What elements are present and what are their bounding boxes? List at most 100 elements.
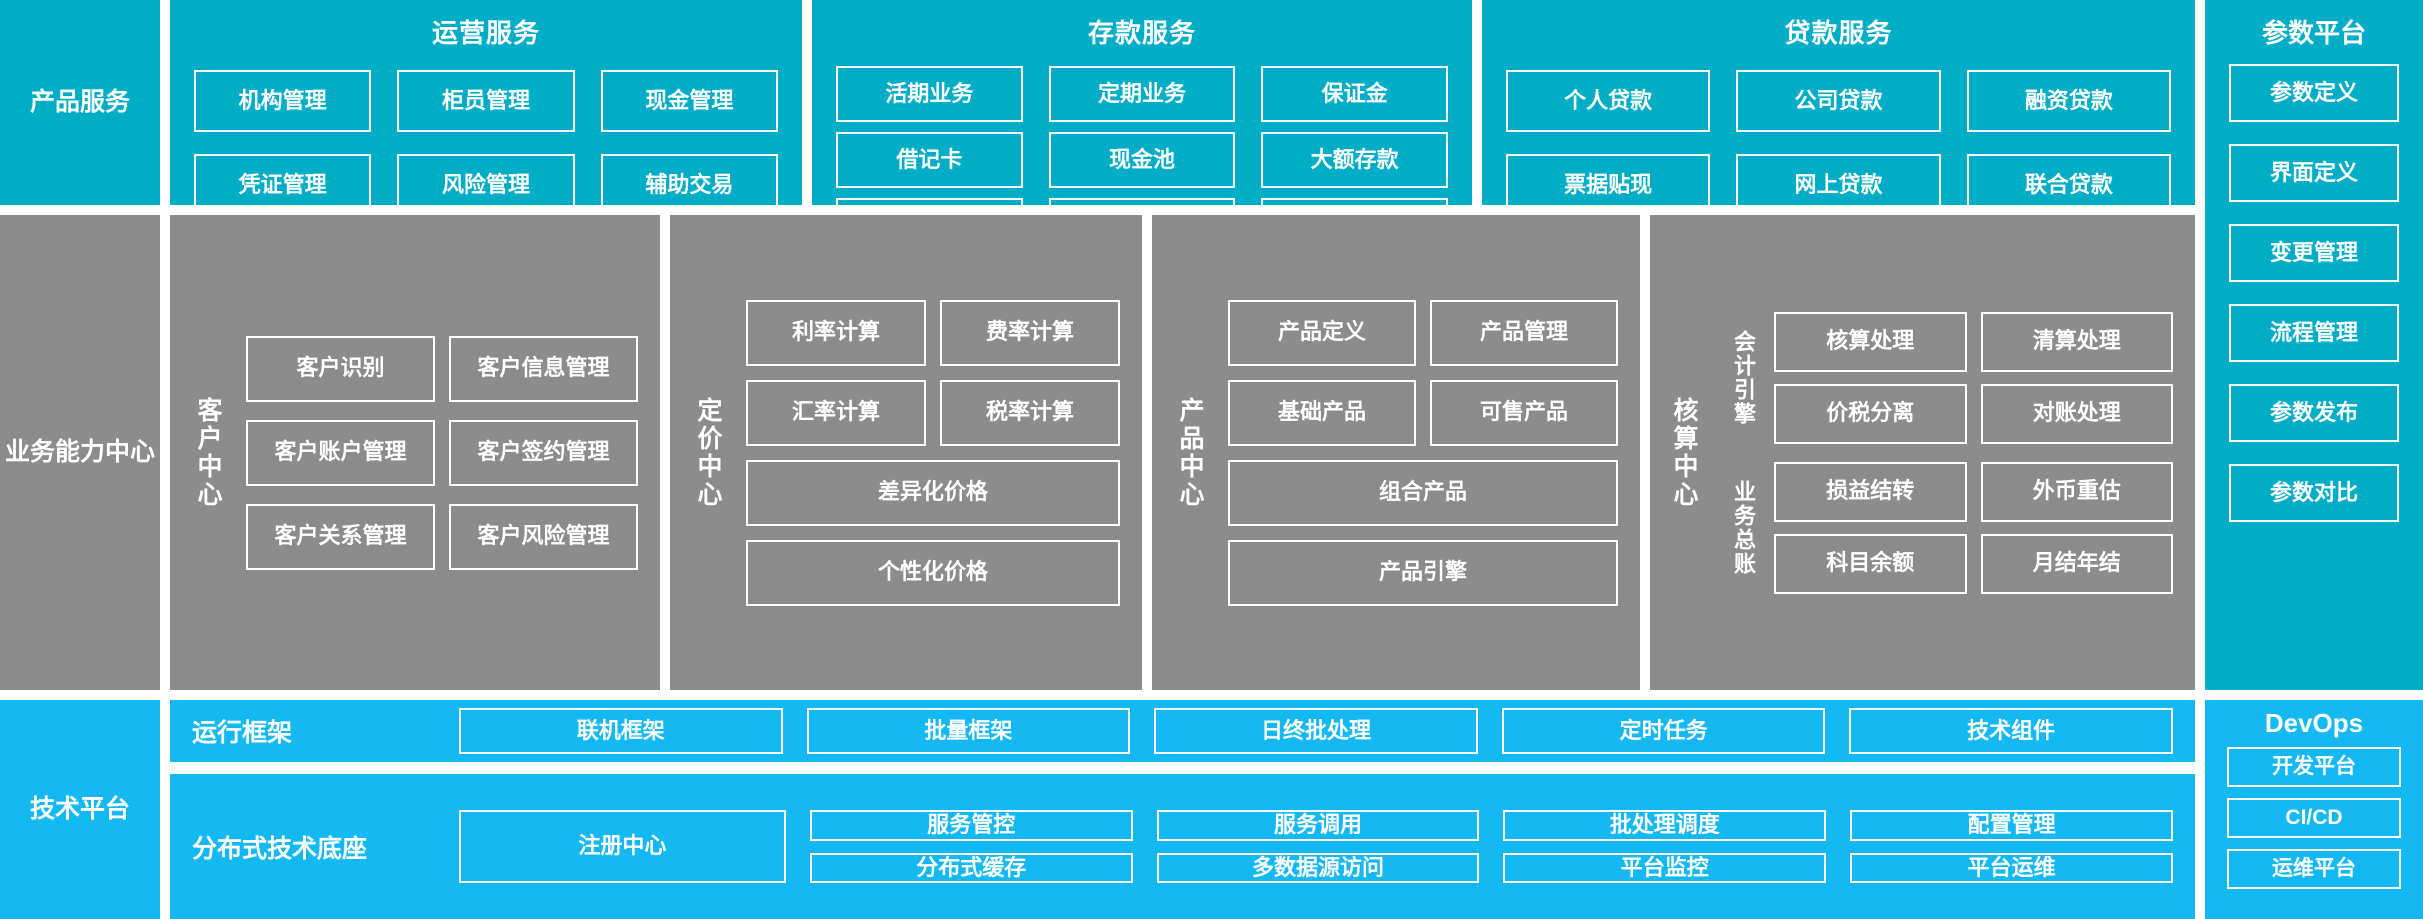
center-row: 客户关系管理 客户风险管理 — [246, 503, 638, 570]
center-accounting-body: 核算中心 会计引擎 核算处理 清算处理 价税分离 对账处理 — [1650, 215, 2195, 690]
center-row: 汇率计算 税率计算 — [746, 379, 1120, 446]
capability-box[interactable]: 损益结转 — [1774, 461, 1967, 522]
capability-box[interactable]: 核算处理 — [1774, 311, 1967, 372]
capability-box[interactable]: 客户信息管理 — [449, 335, 638, 402]
parameter-box[interactable]: 参数对比 — [2229, 464, 2399, 522]
service-box[interactable]: 现金管理 — [600, 70, 778, 132]
center-row: 产品定义 产品管理 — [1228, 299, 1618, 366]
capability-box-wide[interactable]: 产品引擎 — [1228, 539, 1618, 606]
service-box[interactable]: 票据贴现 — [1506, 154, 1711, 216]
service-box[interactable]: 活期业务 — [836, 66, 1023, 122]
center-sublabel-accounting-ledger: 业务总账 — [1731, 479, 1756, 576]
parameter-box[interactable]: 界面定义 — [2229, 144, 2399, 202]
tech-box[interactable]: 批量框架 — [806, 708, 1131, 754]
parameter-box[interactable]: 参数发布 — [2229, 384, 2399, 442]
service-box[interactable]: 柜员管理 — [397, 70, 575, 132]
rail-devops: DevOps 开发平台 CI/CD 运维平台 — [2205, 700, 2423, 919]
center-customer-items: 客户识别 客户信息管理 客户账户管理 客户签约管理 客户关系管理 客户风险管理 — [246, 233, 638, 672]
center-accounting-groups: 会计引擎 核算处理 清算处理 价税分离 对账处理 — [1722, 233, 2173, 672]
capability-box[interactable]: 费率计算 — [940, 299, 1120, 366]
devops-box[interactable]: 开发平台 — [2227, 747, 2401, 787]
parameter-box[interactable]: 变更管理 — [2229, 224, 2399, 282]
center-row: 损益结转 外币重估 — [1774, 461, 2173, 522]
tech-row-distributed-base: 分布式技术底座 注册中心 服务管控 分布式缓存 服务调用 多数据源访问 批处理调… — [170, 774, 2195, 919]
tech-col: 服务调用 多数据源访问 — [1156, 810, 1480, 883]
service-box[interactable]: 个人贷款 — [1506, 70, 1711, 132]
tech-box[interactable]: 日终批处理 — [1154, 708, 1478, 754]
center-row: 基础产品 可售产品 — [1228, 379, 1618, 446]
tech-box[interactable]: 服务调用 — [1156, 810, 1480, 841]
capability-box[interactable]: 可售产品 — [1430, 379, 1618, 446]
service-box[interactable]: 定期业务 — [1048, 66, 1236, 122]
tech-box[interactable]: 服务管控 — [809, 810, 1133, 841]
devops-box[interactable]: 运维平台 — [2227, 849, 2401, 889]
center-label-customer: 客户中心 — [194, 396, 222, 509]
capability-box[interactable]: 清算处理 — [1980, 311, 2173, 372]
tech-box[interactable]: 分布式缓存 — [809, 852, 1133, 883]
tech-box[interactable]: 定时任务 — [1501, 708, 1826, 754]
center-row: 价税分离 对账处理 — [1774, 383, 2173, 444]
row-label-business-capability-l3: 中心 — [105, 437, 156, 466]
capability-box[interactable]: 产品管理 — [1430, 299, 1618, 366]
service-box[interactable]: 联合贷款 — [1966, 154, 2171, 216]
service-box[interactable]: 风险管理 — [397, 154, 575, 216]
parameter-box[interactable]: 参数定义 — [2229, 64, 2399, 122]
parameter-box[interactable]: 流程管理 — [2229, 304, 2399, 362]
tech-box[interactable]: 多数据源访问 — [1156, 852, 1480, 883]
tech-box[interactable]: 批处理调度 — [1503, 810, 1827, 841]
accounting-group-ledger: 业务总账 损益结转 外币重估 科目余额 月结年结 — [1722, 461, 2173, 594]
center-product-body: 产品中心 产品定义 产品管理 基础产品 可售产品 组合产品 产品引擎 — [1152, 215, 1640, 690]
capability-box[interactable]: 基础产品 — [1228, 379, 1416, 446]
service-box[interactable]: 大额存款 — [1261, 132, 1448, 188]
panel-title-loan-service: 贷款服务 — [1784, 18, 1893, 48]
devops-box[interactable]: CI/CD — [2227, 798, 2401, 838]
capability-box-wide[interactable]: 组合产品 — [1228, 459, 1618, 526]
service-box[interactable]: 现金池 — [1048, 132, 1236, 188]
service-box[interactable]: 凭证管理 — [194, 154, 372, 216]
tech-items-distributed-base: 注册中心 服务管控 分布式缓存 服务调用 多数据源访问 批处理调度 平台监控 — [459, 810, 2173, 883]
tech-box[interactable]: 平台运维 — [1850, 852, 2173, 883]
tech-box-registry-center[interactable]: 注册中心 — [459, 810, 786, 883]
rail-items-parameter-platform: 参数定义 界面定义 变更管理 流程管理 参数发布 参数对比 — [2205, 60, 2423, 690]
center-accounting: 核算中心 会计引擎 核算处理 清算处理 价税分离 对账处理 — [1650, 215, 2195, 690]
capability-box[interactable]: 税率计算 — [940, 379, 1120, 446]
capability-box[interactable]: 客户识别 — [246, 335, 435, 402]
capability-box[interactable]: 汇率计算 — [746, 379, 926, 446]
capability-box[interactable]: 价税分离 — [1774, 383, 1967, 444]
service-box[interactable]: 辅助交易 — [600, 154, 778, 216]
capability-box[interactable]: 月结年结 — [1980, 533, 2173, 594]
row-label-product-services-line1: 产品 — [29, 87, 80, 116]
capability-box[interactable]: 外币重估 — [1980, 461, 2173, 522]
service-box[interactable]: 融资贷款 — [1966, 70, 2171, 132]
tech-row-label-runtime-framework: 运行框架 — [192, 719, 293, 747]
capability-box[interactable]: 科目余额 — [1774, 533, 1967, 594]
tech-col: 配置管理 平台运维 — [1850, 810, 2173, 883]
center-pricing-body: 定价中心 利率计算 费率计算 汇率计算 税率计算 差异化价格 个性化价格 — [670, 215, 1142, 690]
capability-box[interactable]: 客户账户管理 — [246, 419, 435, 486]
capability-box[interactable]: 客户签约管理 — [449, 419, 638, 486]
tech-box[interactable]: 技术组件 — [1849, 708, 2173, 754]
capability-box-wide[interactable]: 个性化价格 — [746, 539, 1120, 606]
capability-box[interactable]: 客户关系管理 — [246, 503, 435, 570]
capability-box[interactable]: 利率计算 — [746, 299, 926, 366]
service-box[interactable]: 保证金 — [1261, 66, 1448, 122]
row-label-business-capability: 业务 能力 中心 — [0, 215, 160, 690]
accounting-group-engine: 会计引擎 核算处理 清算处理 价税分离 对账处理 — [1722, 311, 2173, 444]
service-box[interactable]: 公司贷款 — [1736, 70, 1941, 132]
tech-box[interactable]: 联机框架 — [459, 708, 783, 754]
tech-box[interactable]: 平台监控 — [1503, 852, 1827, 883]
center-pricing-items: 利率计算 费率计算 汇率计算 税率计算 差异化价格 个性化价格 — [746, 233, 1120, 672]
center-row: 客户账户管理 客户签约管理 — [246, 419, 638, 486]
capability-box[interactable]: 对账处理 — [1980, 383, 2173, 444]
service-box[interactable]: 借记卡 — [836, 132, 1023, 188]
capability-box[interactable]: 产品定义 — [1228, 299, 1416, 366]
service-box[interactable]: 网上贷款 — [1736, 154, 1941, 216]
center-label-pricing: 定价中心 — [694, 396, 722, 509]
panel-items-operations-service: 机构管理 柜员管理 现金管理 凭证管理 风险管理 辅助交易 — [170, 64, 802, 236]
service-box[interactable]: 机构管理 — [194, 70, 372, 132]
capability-box-wide[interactable]: 差异化价格 — [746, 459, 1120, 526]
tech-box[interactable]: 配置管理 — [1850, 810, 2173, 841]
row-technical-platform: 技术 平台 运行框架 联机框架 批量框架 日终批处理 定时任务 技术组件 分布式… — [0, 700, 2423, 919]
panel-title-deposit-service: 存款服务 — [1087, 18, 1196, 48]
capability-box[interactable]: 客户风险管理 — [449, 503, 638, 570]
